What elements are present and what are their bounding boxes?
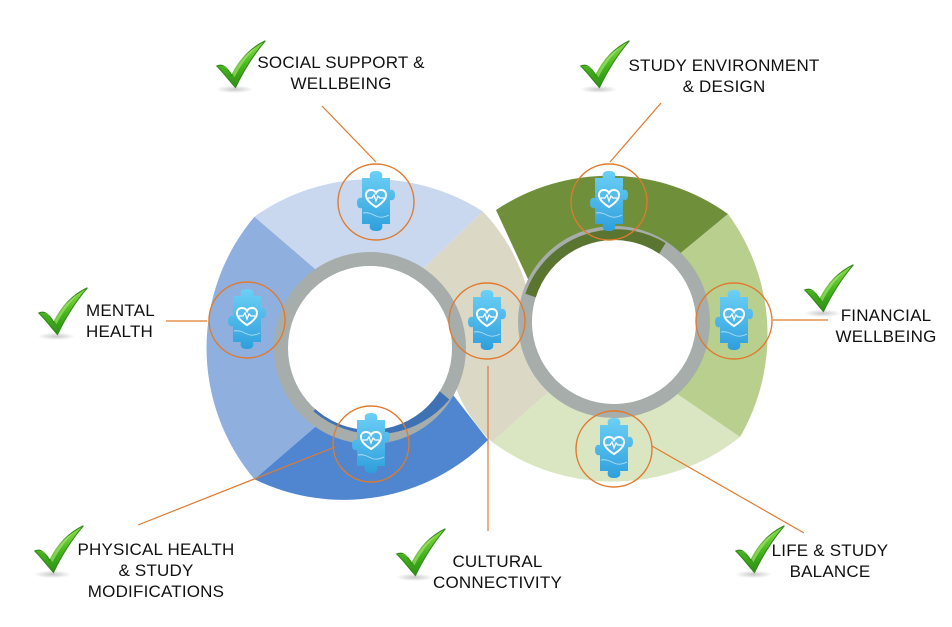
segment-mental-health: [206, 216, 318, 480]
puzzle-heart-icon: [351, 412, 391, 474]
segment-social-support: [254, 179, 483, 272]
label-life-study-balance-line1: LIFE & STUDY: [771, 541, 889, 560]
icon-physical-health: [332, 405, 410, 483]
label-life-study-balance: LIFE & STUDY BALANCE: [765, 540, 895, 582]
label-financial-wellbeing-line2: WELLBEING: [835, 327, 937, 346]
label-social-support: SOCIAL SUPPORT & WELLBEING: [246, 52, 436, 94]
icon-study-environment: [570, 163, 648, 241]
label-study-environment-line1: STUDY ENVIRONMENT: [628, 56, 820, 75]
label-life-study-balance-line2: BALANCE: [789, 562, 871, 581]
icon-mental-health: [208, 281, 286, 359]
right-inner-shade: [525, 229, 666, 299]
connector-lines: [137, 102, 828, 534]
puzzle-heart-icon: [467, 289, 507, 351]
label-mental-health: MENTAL HEALTH: [86, 300, 176, 342]
puzzle-heart-icon: [594, 417, 634, 479]
icon-financial-wellbeing: [695, 282, 773, 360]
icon-cultural-connectivity: [448, 282, 526, 360]
label-cultural-connectivity: CULTURAL CONNECTIVITY: [425, 551, 570, 593]
label-social-support-line2: WELLBEING: [290, 74, 392, 93]
label-mental-health-line1: MENTAL: [86, 301, 155, 320]
label-study-environment-line2: & DESIGN: [682, 77, 766, 96]
label-physical-health: PHYSICAL HEALTH & STUDY MODIFICATIONS: [72, 539, 240, 602]
label-social-support-line1: SOCIAL SUPPORT &: [257, 53, 425, 72]
label-financial-wellbeing-line1: FINANCIAL: [840, 306, 932, 325]
label-mental-health-line2: HEALTH: [86, 322, 154, 341]
puzzle-heart-icon: [589, 170, 629, 232]
icon-social-support: [337, 163, 415, 241]
label-physical-health-line2: & STUDY: [118, 561, 194, 580]
label-study-environment: STUDY ENVIRONMENT & DESIGN: [618, 55, 830, 97]
label-financial-wellbeing: FINANCIAL WELLBEING: [830, 305, 942, 347]
label-cultural-connectivity-line2: CONNECTIVITY: [433, 573, 562, 592]
icon-life-study-balance: [575, 410, 653, 488]
label-physical-health-line1: PHYSICAL HEALTH: [77, 540, 235, 559]
label-cultural-connectivity-line1: CULTURAL: [452, 552, 543, 571]
puzzle-heart-icon: [356, 170, 396, 232]
puzzle-heart-icon: [714, 289, 754, 351]
checkmark-icon: [37, 287, 88, 341]
label-physical-health-line3: MODIFICATIONS: [87, 582, 225, 601]
puzzle-heart-icon: [227, 288, 267, 350]
